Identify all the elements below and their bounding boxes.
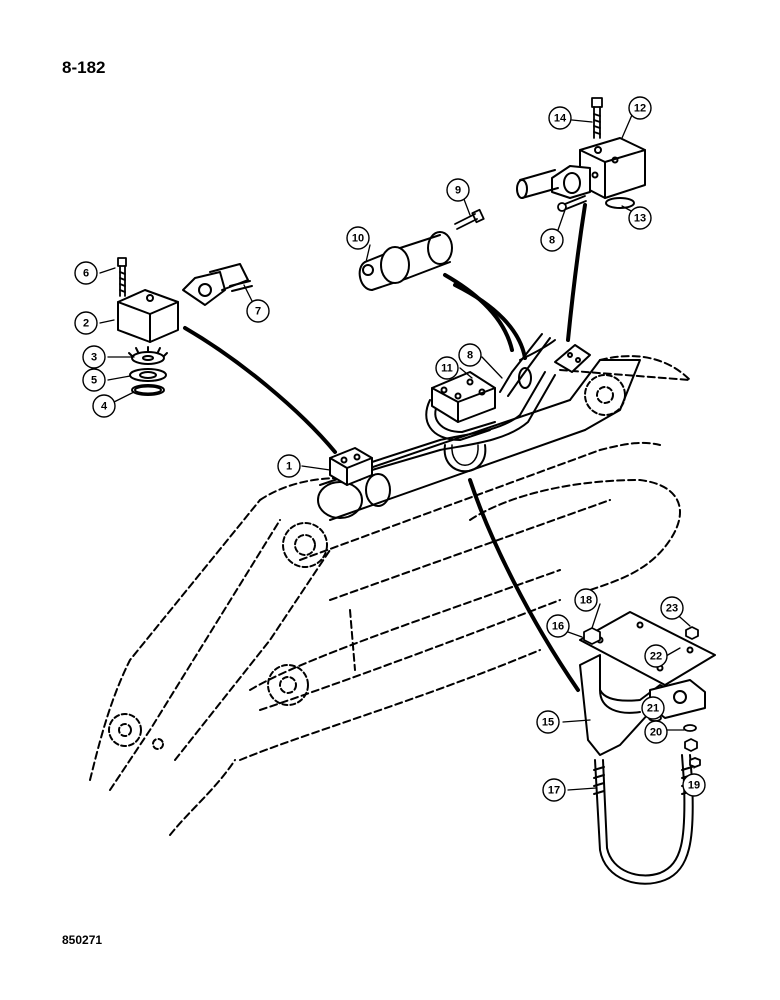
callout-21: 21	[641, 696, 665, 720]
callout-label: 8	[549, 235, 555, 247]
upper-block	[579, 137, 646, 199]
callout-11: 11	[435, 356, 459, 380]
callout-5: 5	[82, 368, 106, 392]
callout-14: 14	[548, 106, 572, 130]
callout-circle	[644, 644, 668, 668]
callout-18: 18	[574, 588, 598, 612]
bracket	[579, 654, 671, 756]
callout-7: 7	[246, 299, 270, 323]
callout-13: 13	[628, 206, 652, 230]
callout-circle	[446, 178, 470, 202]
upper-small-bolt	[557, 195, 587, 212]
callout-label: 17	[548, 785, 560, 797]
callout-circle	[277, 454, 301, 478]
mid-bolt	[454, 208, 485, 230]
port-block	[329, 447, 373, 486]
hoses	[499, 333, 591, 397]
callout-circle	[346, 226, 370, 250]
callout-15: 15	[536, 710, 560, 734]
callout-circle	[644, 720, 668, 744]
callout-circle	[660, 596, 684, 620]
callout-label: 15	[542, 717, 554, 729]
callout-23: 23	[660, 596, 684, 620]
callout-circle	[74, 261, 98, 285]
callout-circle	[536, 710, 560, 734]
callout-circle	[246, 299, 270, 323]
callout-label: 6	[83, 268, 89, 280]
pivot-pins	[108, 374, 626, 750]
callout-circle	[628, 206, 652, 230]
callout-label: 19	[688, 780, 700, 792]
callout-label: 12	[634, 103, 646, 115]
callout-20: 20	[644, 720, 668, 744]
callout-label: 5	[91, 375, 97, 387]
callout-label: 16	[552, 621, 564, 633]
callout-8: 8	[458, 343, 482, 367]
callout-label: 2	[83, 318, 89, 330]
figure-id: 850271	[62, 933, 103, 947]
callout-label: 18	[580, 595, 592, 607]
callout-label: 11	[441, 363, 453, 375]
callout-19: 19	[682, 773, 706, 797]
callout-circle	[458, 343, 482, 367]
upper-bolt	[591, 97, 603, 139]
boom-outline	[89, 355, 691, 836]
callout-label: 8	[467, 350, 473, 362]
callout-label: 10	[352, 233, 364, 245]
callout-circle	[74, 311, 98, 335]
upper-flange	[516, 165, 591, 199]
page-number: 8-182	[62, 58, 106, 77]
left-flange	[182, 263, 253, 306]
callout-2: 2	[74, 311, 98, 335]
callout-label: 20	[650, 727, 662, 739]
callout-label: 3	[91, 352, 97, 364]
callout-17: 17	[542, 778, 566, 802]
callout-label: 14	[554, 113, 567, 125]
callout-circle	[435, 356, 459, 380]
callout-circle	[540, 228, 564, 252]
callout-4: 4	[92, 394, 116, 418]
callout-label: 23	[666, 603, 678, 615]
callout-circle	[628, 96, 652, 120]
callout-9: 9	[446, 178, 470, 202]
valve-block	[431, 371, 496, 423]
callout-label: 4	[101, 401, 108, 413]
callout-label: 9	[455, 185, 461, 197]
callout-circle	[92, 394, 116, 418]
callout-10: 10	[346, 226, 370, 250]
callout-6: 6	[74, 261, 98, 285]
callout-label: 13	[634, 213, 646, 225]
u-bolt	[593, 754, 694, 885]
callout-circle	[574, 588, 598, 612]
callout-circle	[641, 696, 665, 720]
callout-circle	[682, 773, 706, 797]
callout-label: 21	[647, 703, 659, 715]
callout-circle	[82, 345, 106, 369]
callout-label: 7	[255, 306, 261, 318]
callout-leaders	[99, 107, 695, 791]
leader-lines	[183, 203, 587, 692]
left-seals	[128, 346, 168, 396]
callout-22: 22	[644, 644, 668, 668]
mid-cylinder	[358, 231, 453, 291]
callout-label: 1	[286, 461, 292, 473]
left-bolt	[117, 257, 127, 297]
callout-8: 8	[540, 228, 564, 252]
callout-circle	[542, 778, 566, 802]
callout-16: 16	[546, 614, 570, 638]
callout-circle	[548, 106, 572, 130]
upper-oring	[605, 197, 635, 209]
callout-12: 12	[628, 96, 652, 120]
left-block	[117, 289, 179, 343]
callout-1: 1	[277, 454, 301, 478]
callout-3: 3	[82, 345, 106, 369]
callout-label: 22	[650, 651, 662, 663]
callout-circle	[546, 614, 570, 638]
callout-circle	[82, 368, 106, 392]
